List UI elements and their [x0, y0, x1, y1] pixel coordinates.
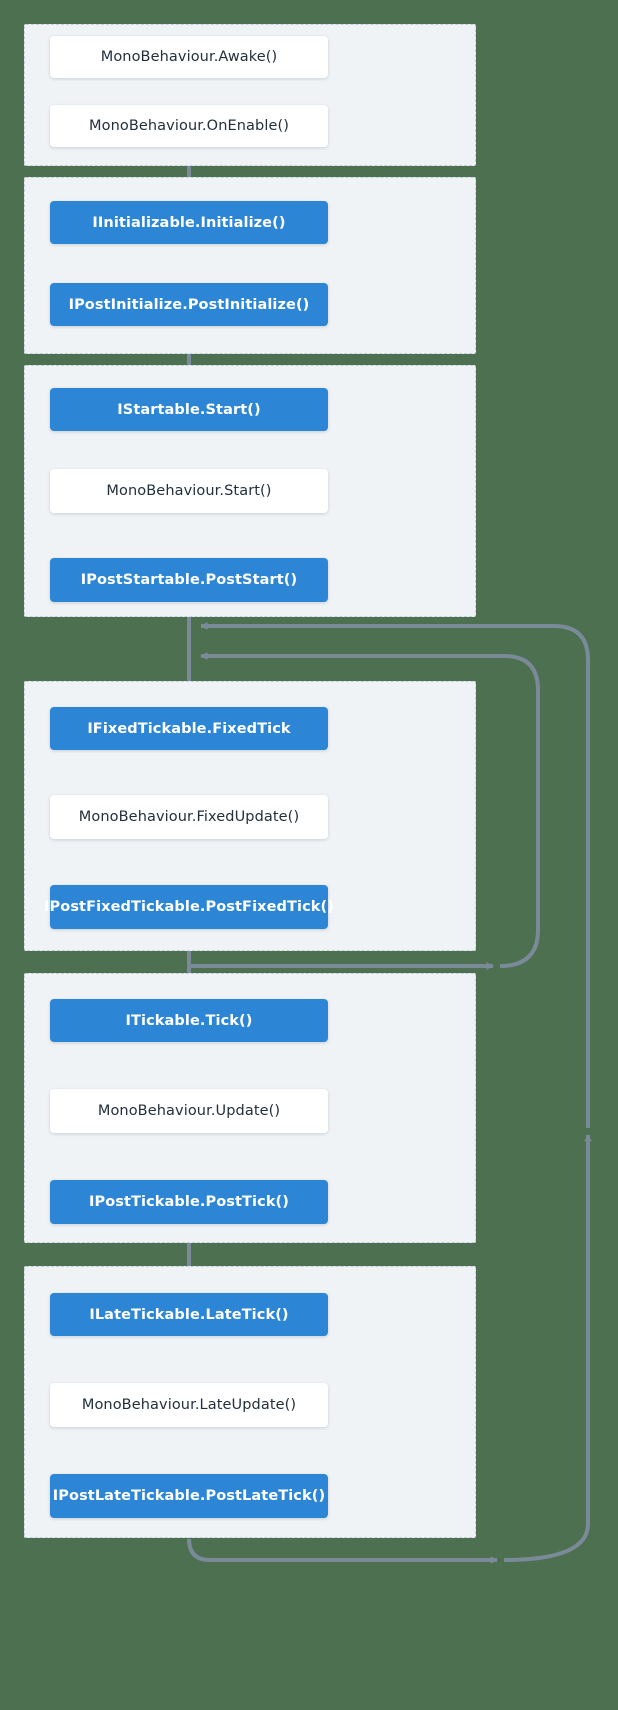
node-monobehaviour-start[interactable]: MonoBehaviour.Start() [50, 469, 328, 513]
node-monobehaviour-update[interactable]: MonoBehaviour.Update() [50, 1089, 328, 1133]
node-iinitializable-initialize[interactable]: IInitializable.Initialize() [50, 201, 328, 244]
node-monobehaviour-awake[interactable]: MonoBehaviour.Awake() [50, 36, 328, 78]
node-monobehaviour-lateupdate[interactable]: MonoBehaviour.LateUpdate() [50, 1383, 328, 1427]
loop-frame-return-up [503, 1134, 592, 1562]
node-ilatetickable-latetick[interactable]: ILateTickable.LateTick() [50, 1293, 328, 1336]
loop-frame-arrow-right [187, 1538, 498, 1564]
node-ifixedtickable-fixedtick[interactable]: IFixedTickable.FixedTick [50, 707, 328, 750]
node-ipoststartable-poststart[interactable]: IPostStartable.PostStart() [50, 558, 328, 602]
loop-fixedupdate-arrow-right [187, 951, 494, 970]
node-itickable-tick[interactable]: ITickable.Tick() [50, 999, 328, 1042]
node-ipostfixedtickable-postfixedtick[interactable]: IPostFixedTickable.PostFixedTick() [44, 885, 334, 929]
node-monobehaviour-onenable[interactable]: MonoBehaviour.OnEnable() [50, 105, 328, 147]
node-ipostinitialize-postinitialize[interactable]: IPostInitialize.PostInitialize() [50, 283, 328, 326]
node-monobehaviour-fixedupdate[interactable]: MonoBehaviour.FixedUpdate() [50, 795, 328, 839]
node-iposttickable-posttick[interactable]: IPostTickable.PostTick() [50, 1180, 328, 1224]
node-ipostlatetickable-postlatetick[interactable]: IPostLateTickable.PostLateTick() [50, 1474, 328, 1518]
node-istartable-start[interactable]: IStartable.Start() [50, 388, 328, 431]
